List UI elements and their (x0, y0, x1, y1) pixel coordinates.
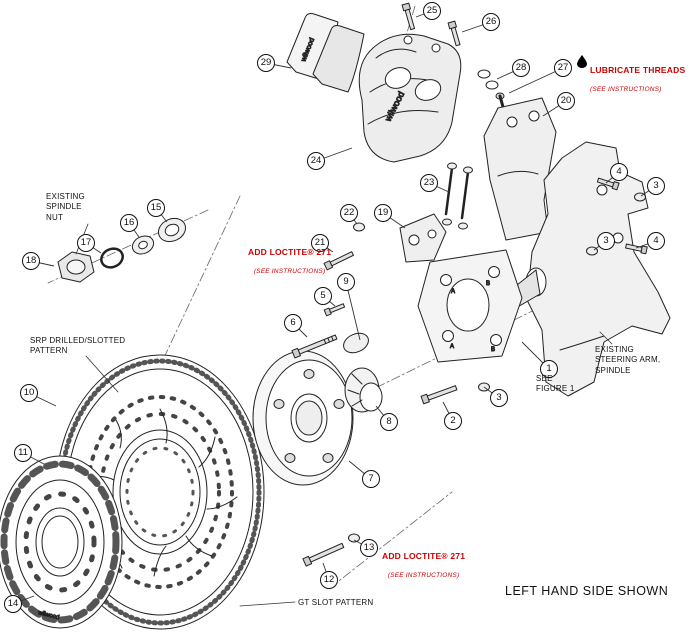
callout-17: 17 (77, 234, 95, 252)
callout-15: 15 (147, 199, 165, 217)
bolt-26-drawing (447, 20, 461, 47)
washer-16-drawing (131, 235, 155, 255)
oring-17-drawing (100, 247, 124, 269)
bolt-4-lower-drawing (625, 243, 648, 255)
callout-29: 29 (257, 54, 275, 72)
bracket-plate-1-drawing: A B A B (417, 249, 523, 363)
existing-spindle-nut-label: EXISTING SPINDLE NUT (46, 192, 85, 222)
bracket-20-drawing (483, 97, 557, 241)
callout-leader-9 (345, 281, 361, 341)
plate-marker-b1: B (486, 281, 490, 287)
lubricate-note: LUBRICATE THREADS (SEE INSTRUCTIONS) (577, 55, 685, 104)
bolt-21-drawing (323, 251, 354, 271)
hardware-23-drawing (442, 162, 473, 230)
lubricant-drop-icon (577, 55, 587, 68)
loctite-title-1: ADD LOCTITE® 271 (248, 247, 332, 258)
callout-4: 4 (610, 163, 628, 181)
loctite-note-1: ADD LOCTITE® 271 (SEE INSTRUCTIONS) (248, 237, 331, 286)
callout-5: 5 (314, 287, 332, 305)
callout-8: 8 (380, 413, 398, 431)
callout-13: 13 (360, 539, 378, 557)
callout-3: 3 (647, 177, 665, 195)
callout-4: 4 (647, 232, 665, 250)
gt-slot-label: GT SLOT PATTERN (298, 598, 374, 607)
hat-drawing: wilwood (0, 455, 123, 629)
bearing-15-drawing (157, 217, 187, 243)
callout-22: 22 (340, 204, 358, 222)
bolt-12-drawing (302, 542, 345, 567)
footer-label: LEFT HAND SIDE SHOWN (505, 584, 669, 598)
loctite-sub-1: (SEE INSTRUCTIONS) (253, 267, 326, 275)
loctite-sub-2: (SEE INSTRUCTIONS) (387, 571, 460, 579)
callout-18: 18 (22, 252, 40, 270)
callout-7: 7 (362, 470, 380, 488)
plate-marker-a1: A (451, 289, 455, 295)
hub-drawing (252, 350, 354, 486)
bolt-6-drawing (291, 334, 338, 359)
callout-20: 20 (557, 92, 575, 110)
callout-24: 24 (307, 152, 325, 170)
bolt-25-drawing (401, 2, 416, 31)
callout-6: 6 (284, 314, 302, 332)
steering-arm-label: EXISTING STEERING ARM, SPINDLE (595, 345, 661, 375)
lubricate-title: LUBRICATE THREADS (590, 65, 686, 76)
callout-16: 16 (120, 214, 138, 232)
callout-3: 3 (490, 389, 508, 407)
bolt-2-drawing (420, 385, 458, 405)
callout-12: 12 (320, 571, 338, 589)
callout-11: 11 (14, 444, 32, 462)
race-9-drawing (343, 332, 369, 354)
srp-pattern-label: SRP DRILLED/SLOTTED PATTERN (30, 336, 126, 356)
washer-13-drawing (348, 533, 360, 543)
callout-25: 25 (423, 2, 441, 20)
washers-28-drawing (477, 69, 499, 90)
callout-26: 26 (482, 13, 500, 31)
see-figure-label: SEE FIGURE 1 (536, 374, 575, 394)
callout-1: 1 (540, 360, 558, 378)
callout-3: 3 (597, 232, 615, 250)
lubricate-sub: (SEE INSTRUCTIONS) (590, 85, 662, 93)
callout-19: 19 (374, 204, 392, 222)
callout-14: 14 (4, 595, 22, 613)
callout-23: 23 (420, 174, 438, 192)
callout-2: 2 (444, 412, 462, 430)
caliper-drawing: wilwood (358, 33, 462, 163)
washer-22-drawing (353, 222, 365, 232)
plate-marker-b2: B (491, 347, 495, 353)
bolt-5-drawing (323, 303, 346, 317)
bracket-19-drawing (399, 213, 447, 263)
callout-28: 28 (512, 59, 530, 77)
callout-21: 21 (311, 234, 329, 252)
brake-pads-drawing: wilwood (286, 13, 365, 93)
callout-9: 9 (337, 273, 355, 291)
plate-marker-a2: A (450, 344, 454, 350)
callout-10: 10 (20, 384, 38, 402)
callout-leader-27 (508, 67, 564, 94)
loctite-note-2: ADD LOCTITE® 271 (SEE INSTRUCTIONS) (382, 541, 465, 590)
nut-18-drawing (57, 251, 95, 283)
bolt-4-upper-drawing (596, 177, 620, 191)
loctite-title-2: ADD LOCTITE® 271 (382, 551, 466, 562)
callout-27: 27 (554, 59, 572, 77)
bearing-8-drawing (344, 367, 383, 413)
